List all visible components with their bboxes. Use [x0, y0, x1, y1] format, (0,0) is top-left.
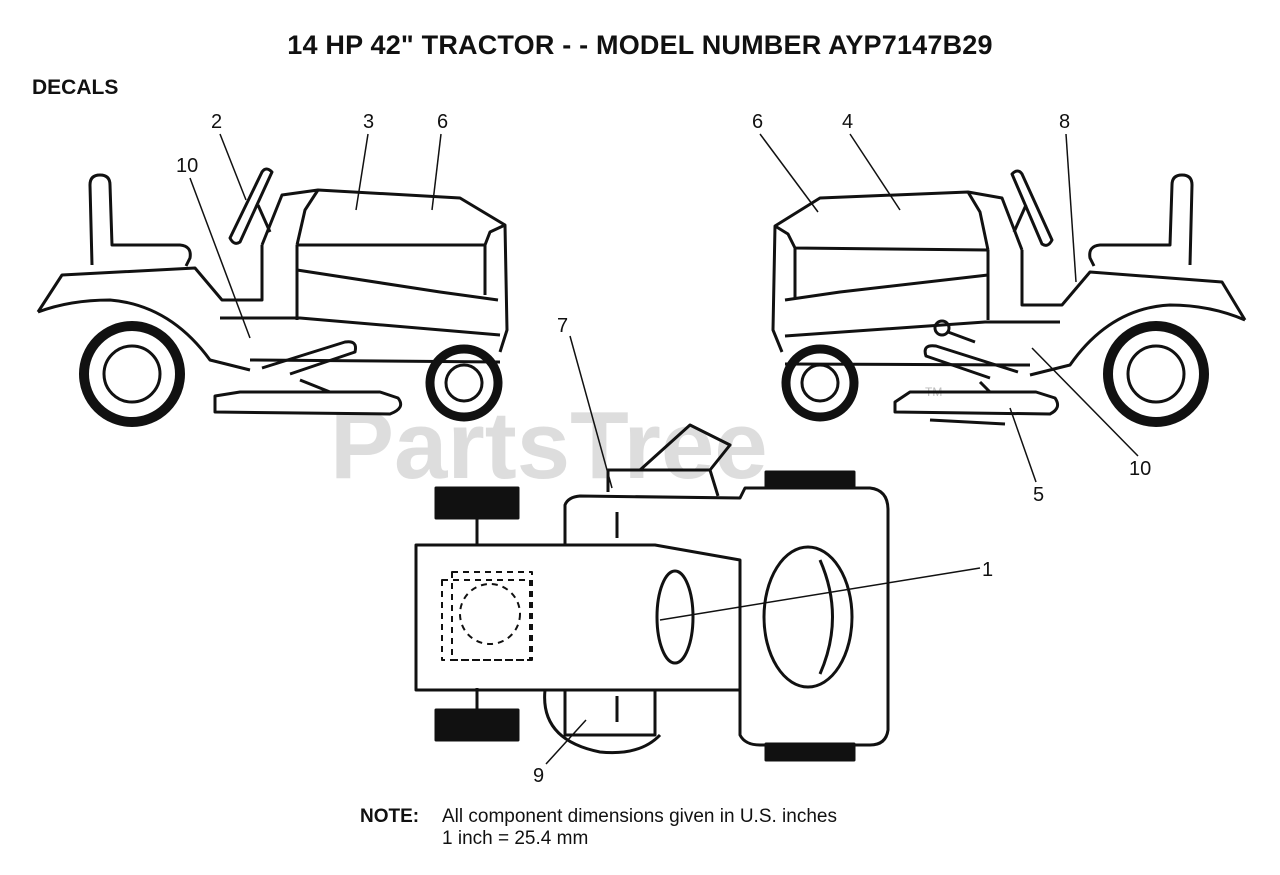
callout-right-5: 5 — [1033, 484, 1044, 506]
dimension-note: NOTE: All component dimensions given in U… — [360, 806, 837, 850]
right-view-leaders — [759, 133, 1139, 483]
left-side-tractor — [36, 167, 509, 427]
top-view-tractor — [414, 423, 890, 762]
callout-right-4: 4 — [842, 111, 853, 133]
page-title: 14 HP 42" TRACTOR - - MODEL NUMBER AYP71… — [287, 30, 993, 60]
callout-left-3: 3 — [363, 111, 374, 133]
left-view-leaders — [189, 133, 442, 339]
callout-left-10: 10 — [176, 155, 198, 177]
right-side-tractor — [771, 169, 1247, 427]
callout-top-7: 7 — [557, 315, 568, 337]
callout-right-6: 6 — [752, 111, 763, 133]
callout-top-1: 1 — [982, 559, 993, 581]
callout-top-9: 9 — [533, 765, 544, 787]
note-label: NOTE: — [360, 806, 420, 827]
note-line-2: 1 inch = 25.4 mm — [442, 828, 589, 849]
section-heading: DECALS — [32, 76, 119, 99]
watermark-text: PartsTree — [330, 392, 768, 499]
callout-right-8: 8 — [1059, 111, 1070, 133]
top-view-leaders — [545, 335, 981, 765]
callout-left-2: 2 — [211, 111, 222, 133]
callout-left-6: 6 — [437, 111, 448, 133]
note-line-1: All component dimensions given in U.S. i… — [442, 806, 837, 827]
callout-right-10: 10 — [1129, 458, 1151, 480]
